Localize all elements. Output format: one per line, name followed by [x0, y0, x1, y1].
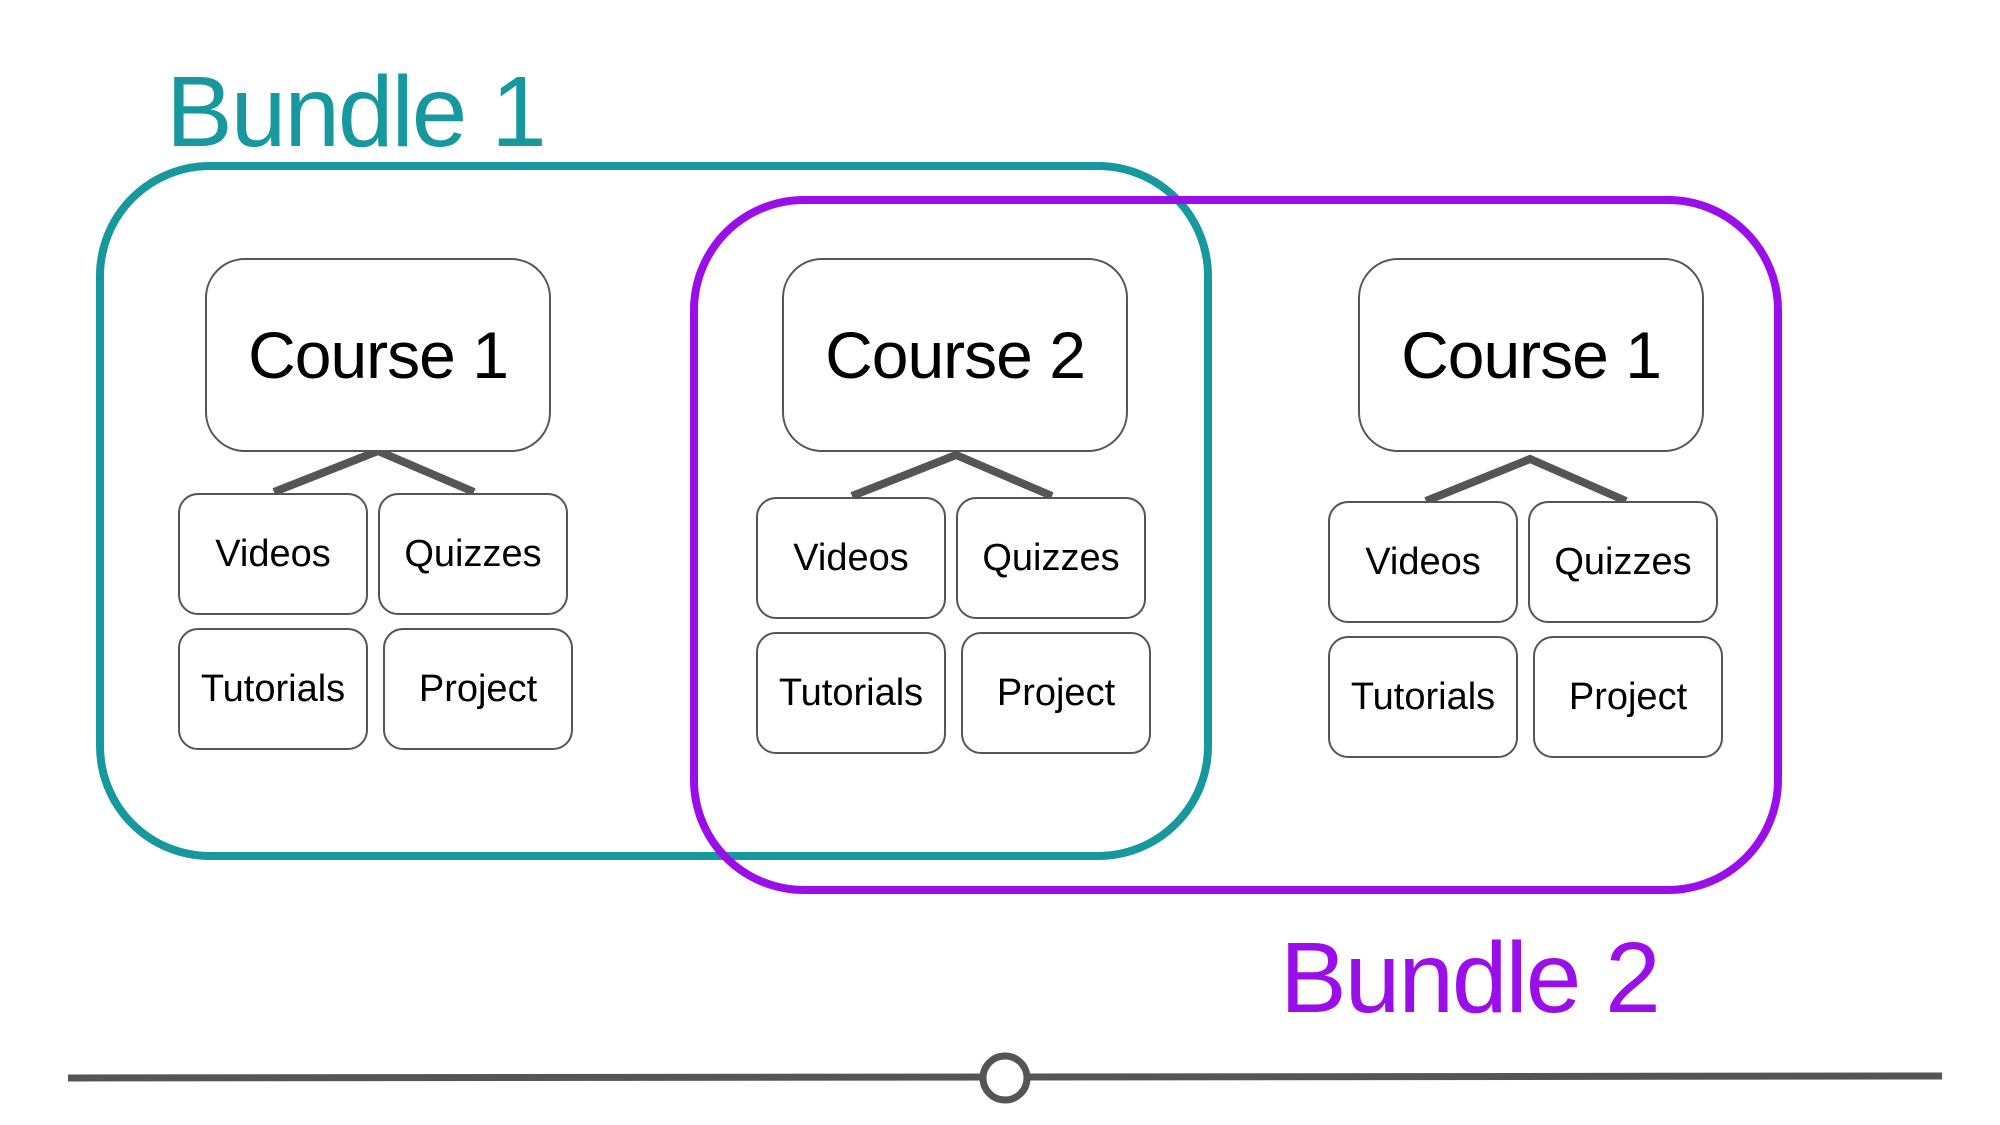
course-3-videos: Videos: [1328, 501, 1518, 623]
course-1-project: Project: [383, 628, 573, 750]
course-2-box: Course 2: [782, 258, 1128, 452]
course-1-connector: [272, 446, 476, 496]
course-3-tutorials: Tutorials: [1328, 636, 1518, 758]
bundle-1-outline: [96, 162, 1212, 860]
course-2-videos: Videos: [756, 497, 946, 619]
course-2-tutorials: Tutorials: [756, 632, 946, 754]
bundle-2-outline: [690, 196, 1782, 894]
bundle-1-title: Bundle 1: [166, 56, 547, 168]
course-1-box: Course 1: [205, 258, 551, 452]
course-2-project: Project: [961, 632, 1151, 754]
course-3-connector: [1424, 454, 1628, 505]
course-3-project: Project: [1533, 636, 1723, 758]
course-1-tutorials: Tutorials: [178, 628, 368, 750]
course-3-box: Course 1: [1358, 258, 1704, 452]
course-3-quizzes: Quizzes: [1528, 501, 1718, 623]
timeline-marker[interactable]: [979, 1052, 1031, 1104]
course-1-videos: Videos: [178, 493, 368, 615]
course-1-quizzes: Quizzes: [378, 493, 568, 615]
course-2-quizzes: Quizzes: [956, 497, 1146, 619]
bundle-2-title: Bundle 2: [1280, 922, 1661, 1034]
course-2-connector: [850, 450, 1054, 500]
